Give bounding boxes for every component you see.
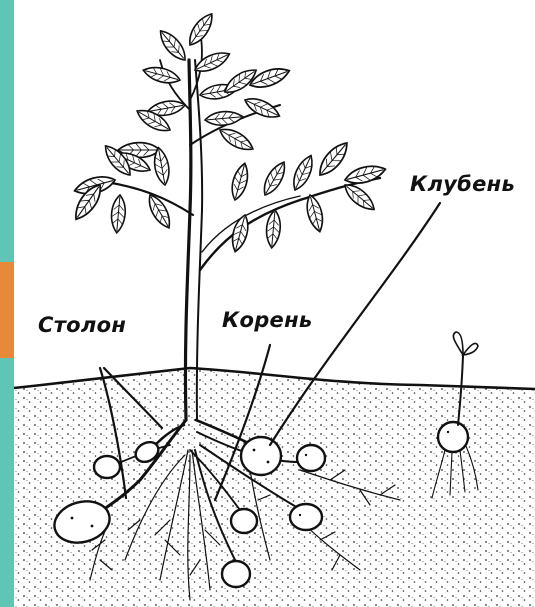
label-koren: Корень xyxy=(222,308,312,332)
tuber-5 xyxy=(297,445,325,471)
tuber-7 xyxy=(231,509,257,533)
tuber-4 xyxy=(241,437,281,475)
label-stolon: Столон xyxy=(38,313,126,337)
label-kluben: Клубень xyxy=(410,172,515,196)
left-edge-orange-mark xyxy=(0,262,14,358)
tuber-9 xyxy=(438,422,468,452)
tuber-6 xyxy=(290,504,322,530)
foliage xyxy=(70,10,387,253)
tuber-2 xyxy=(94,456,120,478)
tuber-8 xyxy=(222,561,250,587)
